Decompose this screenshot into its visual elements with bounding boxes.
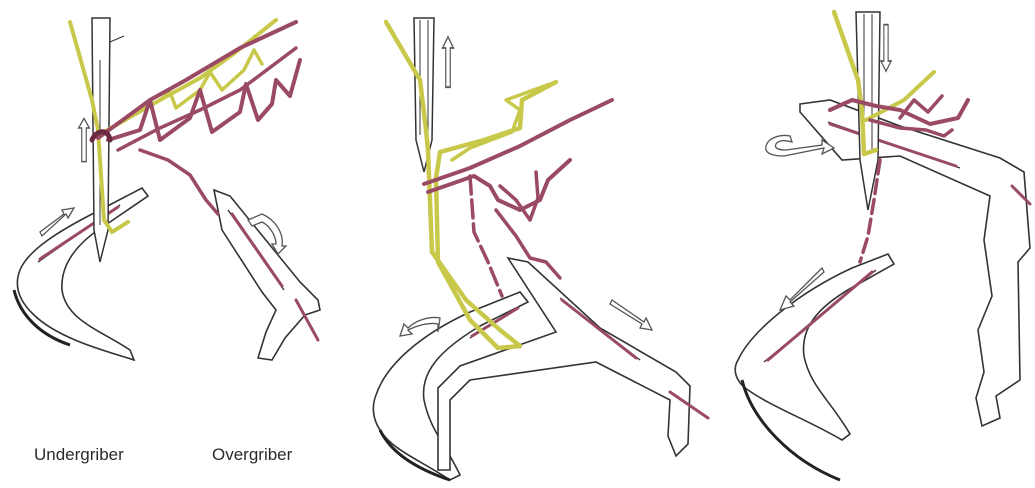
overgriber-looper	[214, 190, 320, 360]
overgriber-label: Overgriber	[212, 445, 292, 465]
undergriber-label: Undergriber	[34, 445, 124, 465]
needle-up-arrow	[79, 118, 90, 161]
overgriber-looper-2	[438, 258, 708, 470]
overgriber-motion-arrow-2	[610, 300, 652, 330]
overgriber-looper-3	[800, 100, 1030, 426]
needle-down-arrow	[881, 25, 891, 72]
panel-1	[14, 18, 320, 360]
needle-up-arrow-2	[443, 37, 454, 87]
panel-3	[735, 12, 1030, 480]
undergriber-looper-3	[735, 254, 894, 480]
undergriber-looper	[14, 188, 148, 360]
panel-2	[373, 18, 708, 480]
